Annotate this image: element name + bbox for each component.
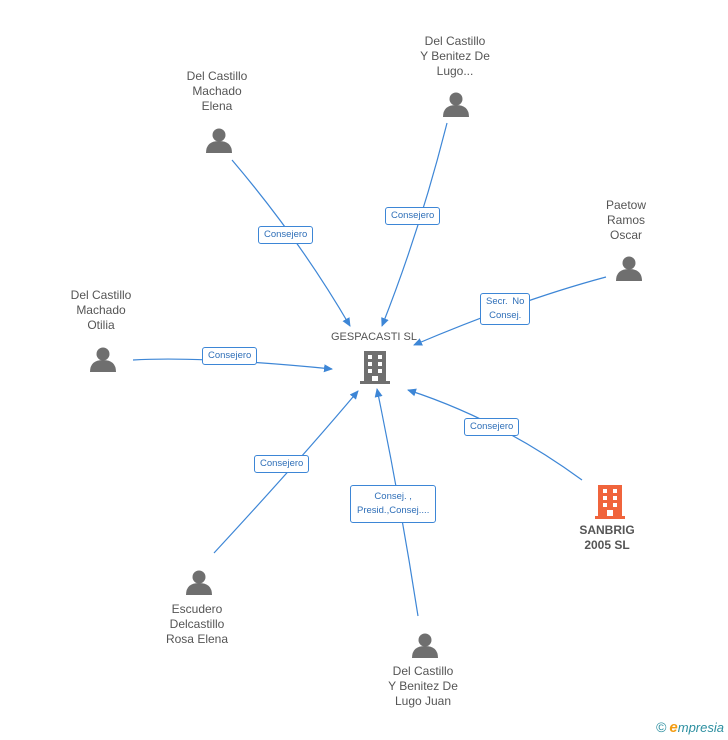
company-sanbrig-name[interactable]: SANBRIG 2005 SL: [579, 523, 635, 552]
person-p1-name[interactable]: Del Castillo Y Benitez De Lugo...: [420, 34, 490, 78]
edge-label-p3: Secr. No Consej.: [480, 293, 531, 325]
person-p5-name[interactable]: Escudero Delcastillo Rosa Elena: [165, 602, 229, 646]
person-p4-name[interactable]: Del Castillo Machado Otilia: [70, 288, 132, 332]
person-icon: [412, 633, 438, 658]
copyright-icon: ©: [656, 719, 667, 735]
person-icon: [90, 347, 116, 372]
person-p6-name[interactable]: Del Castillo Y Benitez De Lugo Juan: [388, 664, 458, 708]
person-p2-name[interactable]: Del Castillo Machado Elena: [186, 69, 248, 113]
edge-label-p1: Consejero: [385, 207, 441, 225]
brand-logo: empresia: [669, 719, 724, 736]
person-icon: [443, 92, 469, 117]
edge-label-p6: Consej. , Presid.,Consej....: [350, 485, 437, 523]
person-p3-name[interactable]: Paetow Ramos Oscar: [605, 198, 647, 242]
edge-label-p5: Consejero: [254, 455, 310, 473]
company-building-icon: [595, 485, 625, 519]
edge-label-p2: Consejero: [258, 226, 314, 244]
edge-label-p4: Consejero: [202, 347, 258, 365]
empresia-watermark: ©empresia: [656, 719, 724, 736]
person-icon: [616, 256, 642, 281]
edge-label-company: Consejero: [464, 418, 520, 436]
center-company-label[interactable]: GESPACASTI SL: [331, 331, 417, 343]
edge-p1: [381, 122, 448, 327]
person-icon: [186, 570, 212, 595]
building-icon: [360, 351, 390, 384]
person-icon: [206, 128, 232, 153]
